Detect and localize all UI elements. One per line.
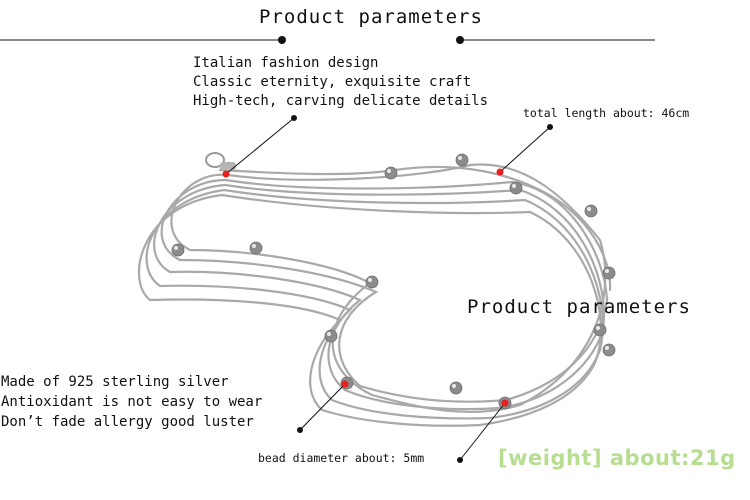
material-line-1: Made of 925 sterling silver bbox=[1, 374, 229, 390]
red-markers bbox=[222, 168, 509, 407]
total-length-note: total length about: 46cm bbox=[523, 106, 690, 120]
weight-label: [weight] about:21g bbox=[498, 446, 736, 470]
chain-strands bbox=[137, 163, 612, 427]
material-line-3: Don’t fade allergy good luster bbox=[1, 414, 254, 430]
feature-line-2: Classic eternity, exquisite craft bbox=[193, 74, 472, 90]
clasp bbox=[205, 152, 236, 170]
material-line-2: Antioxidant is not easy to wear bbox=[1, 394, 263, 410]
feature-line-1: Italian fashion design bbox=[193, 55, 379, 71]
mid-title: Product parameters bbox=[467, 296, 691, 318]
bead-diameter-note: bead diameter about: 5mm bbox=[258, 451, 425, 465]
feature-line-3: High-tech, carving delicate details bbox=[193, 93, 489, 109]
header-title: Product parameters bbox=[259, 6, 483, 28]
